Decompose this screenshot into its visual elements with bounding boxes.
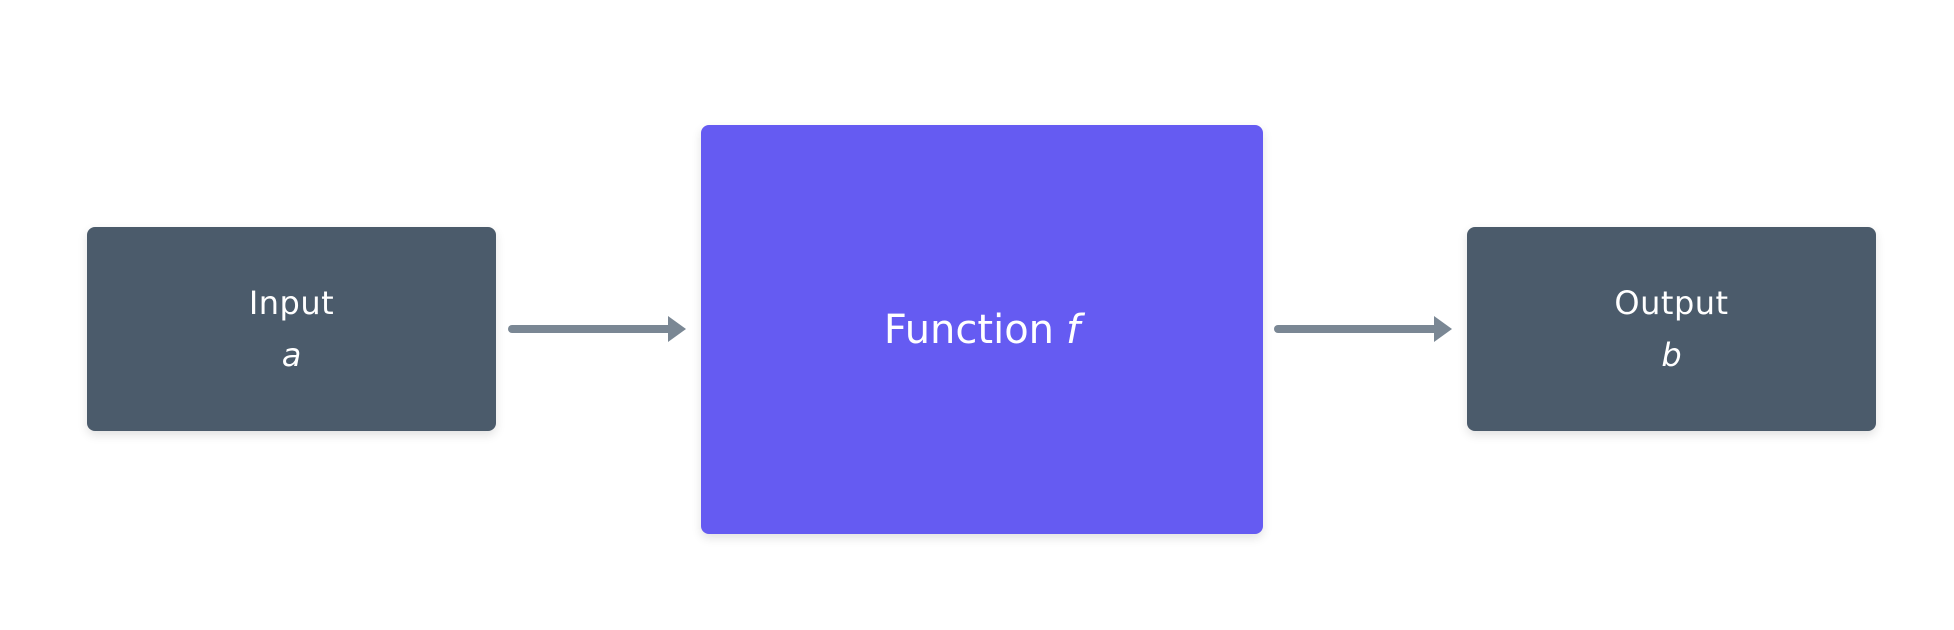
function-title: Function f: [884, 304, 1080, 356]
function-box: Function f: [701, 125, 1263, 534]
function-label: Function: [883, 306, 1055, 353]
arrow-function-to-output: [1274, 316, 1452, 342]
input-box: Input a: [87, 227, 496, 431]
output-label: Output: [1614, 284, 1729, 322]
output-box: Output b: [1467, 227, 1876, 431]
input-variable: a: [281, 336, 302, 374]
input-label: Input: [248, 284, 335, 322]
function-variable: f: [1066, 306, 1081, 353]
output-variable: b: [1661, 336, 1682, 374]
arrow-input-to-function: [508, 316, 686, 342]
arrow-head: [668, 316, 686, 342]
arrow-head: [1434, 316, 1452, 342]
